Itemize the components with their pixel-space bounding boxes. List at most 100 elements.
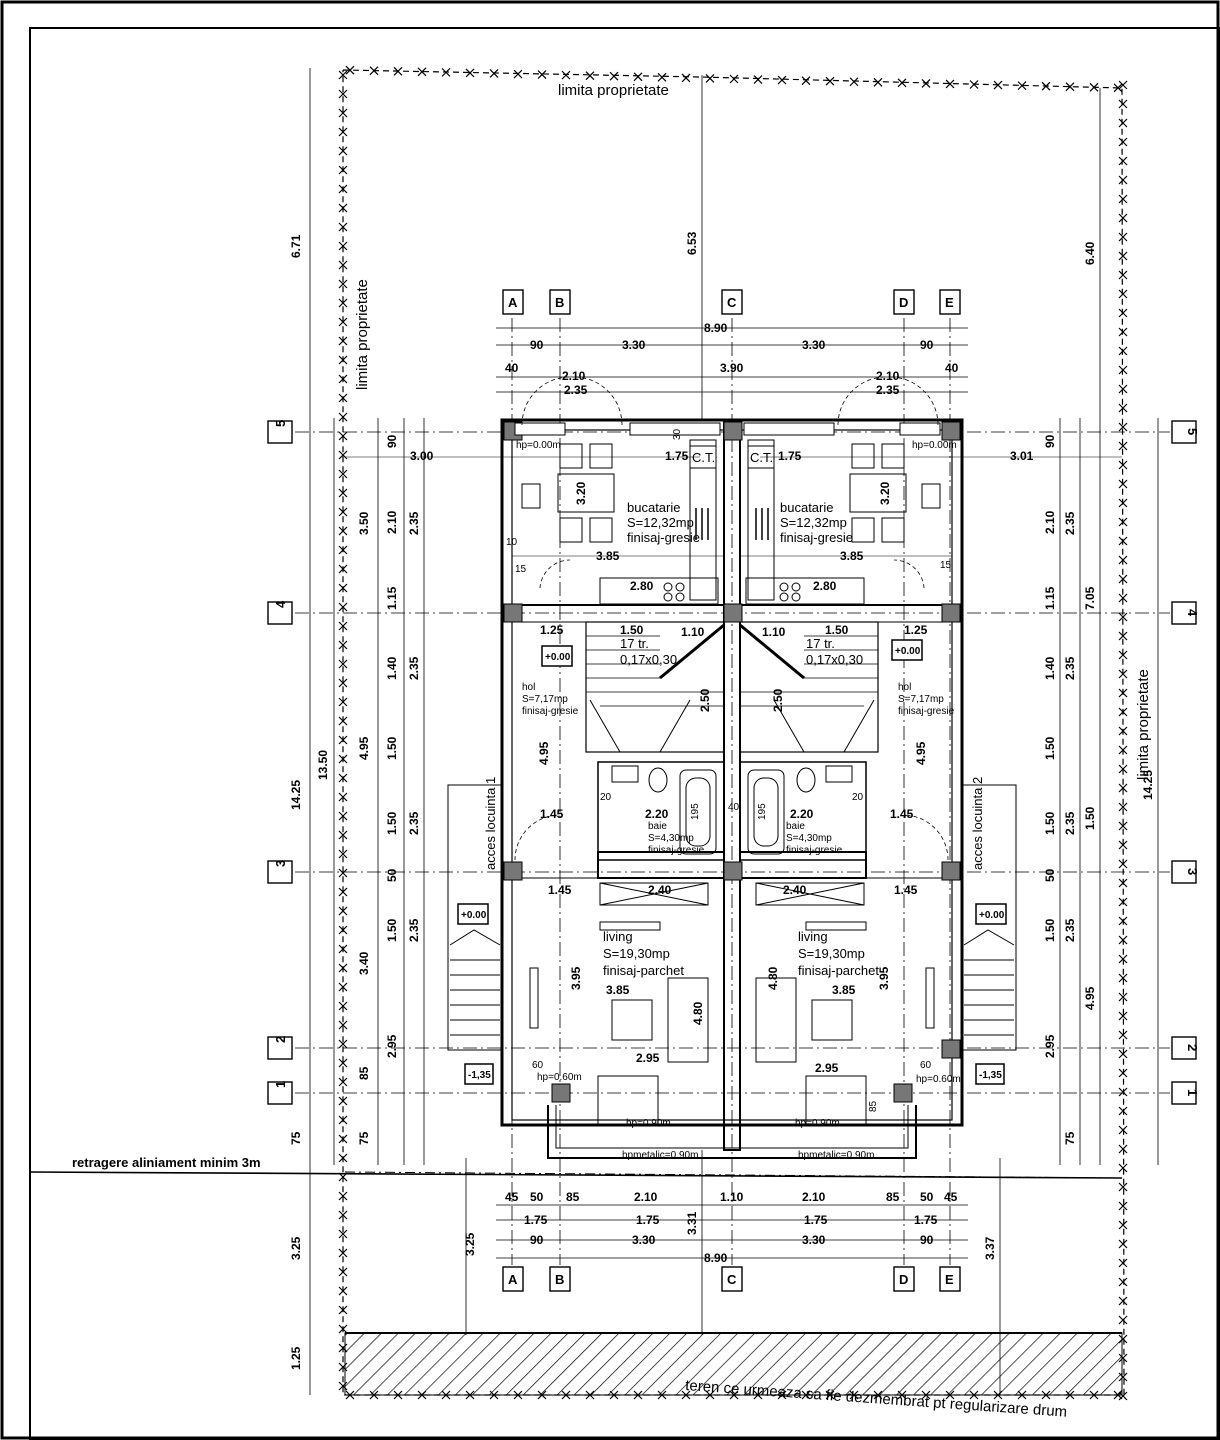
svg-text:S=7,17mp: S=7,17mp	[898, 694, 944, 705]
svg-text:living: living	[798, 929, 828, 944]
svg-text:4: 4	[1185, 609, 1200, 617]
svg-text:20: 20	[852, 792, 864, 803]
boundary-x-mark	[561, 70, 571, 80]
boundary-x-mark	[345, 65, 355, 75]
boundary-x-mark	[705, 74, 715, 83]
boundary-x-mark	[753, 75, 763, 84]
hall-name: hol	[522, 682, 535, 693]
svg-text:8.90: 8.90	[704, 321, 728, 335]
svg-text:3.95: 3.95	[569, 966, 583, 990]
svg-text:C.T.: C.T.	[692, 450, 715, 465]
kitchen-name: bucatarie	[627, 500, 680, 515]
svg-text:60: 60	[920, 1060, 932, 1071]
svg-text:B: B	[555, 1272, 564, 1287]
bottom-dimension-texts: 45 50 85 2.10 1.10 2.10 85 50 45 1.75 1.…	[505, 1190, 958, 1265]
boundary-x-mark	[338, 602, 348, 612]
svg-text:A: A	[508, 1272, 518, 1287]
boundary-x-mark	[338, 1153, 348, 1163]
svg-text:1.10: 1.10	[762, 625, 786, 639]
boundary-x-mark	[1118, 726, 1128, 736]
svg-text:E: E	[945, 1272, 954, 1287]
boundary-x-mark	[1118, 574, 1128, 584]
svg-text:1.50: 1.50	[620, 623, 644, 637]
boundary-x-mark	[1118, 935, 1128, 945]
boundary-x-mark	[729, 74, 739, 84]
svg-text:2: 2	[273, 1036, 288, 1043]
svg-text:1.25: 1.25	[289, 1346, 303, 1370]
boundary-x-mark	[537, 70, 547, 80]
svg-text:+0.00: +0.00	[545, 652, 571, 663]
boundary-x-mark	[1118, 137, 1128, 147]
boundary-x-mark	[338, 507, 348, 517]
boundary-x-mark	[338, 222, 348, 232]
boundary-x-mark	[1118, 175, 1128, 185]
left-dimension-lines	[309, 68, 467, 1395]
boundary-x-mark	[1118, 1315, 1128, 1325]
boundary-x-mark	[338, 982, 348, 992]
boundary-x-mark	[1118, 688, 1128, 698]
entry-stairs	[447, 784, 1017, 1051]
boundary-x-mark	[338, 127, 348, 137]
boundary-x-mark	[338, 450, 348, 460]
svg-text:2.35: 2.35	[407, 918, 421, 942]
access-2-label: acces locuinta 2	[970, 777, 985, 870]
svg-text:finisaj-gresie: finisaj-gresie	[780, 530, 853, 545]
boundary-x-mark	[338, 735, 348, 745]
svg-text:4.95: 4.95	[914, 741, 928, 765]
boundary-x-mark	[338, 697, 348, 707]
boundary-x-mark	[1118, 859, 1128, 869]
svg-text:3.20: 3.20	[878, 481, 892, 505]
svg-text:60: 60	[532, 1060, 544, 1071]
boundary-x-mark	[338, 1229, 348, 1239]
svg-text:1.50: 1.50	[385, 918, 399, 942]
stair-treads	[586, 635, 878, 707]
svg-text:90: 90	[530, 338, 544, 352]
boundary-x-mark	[338, 678, 348, 688]
svg-text:90: 90	[530, 1233, 544, 1247]
svg-text:hp=0.60m: hp=0.60m	[916, 1074, 961, 1085]
boundary-x-mark	[1118, 897, 1128, 907]
boundary-x-mark	[1118, 517, 1128, 527]
svg-text:1.50: 1.50	[385, 811, 399, 835]
boundary-x-mark	[465, 68, 475, 78]
boundary-x-mark	[1118, 498, 1128, 508]
boundary-x-mark	[338, 374, 348, 384]
door-swings	[514, 376, 949, 861]
setback-label: retragere aliniament minim 3m	[72, 1155, 261, 1170]
svg-text:2.95: 2.95	[385, 1034, 399, 1058]
boundary-x-mark	[1118, 460, 1128, 470]
boundary-x-mark	[1118, 1106, 1128, 1116]
boundary-x-mark	[338, 1039, 348, 1049]
boundary-x-mark	[338, 716, 348, 726]
boundary-x-mark	[1118, 1258, 1128, 1268]
svg-text:+0.00: +0.00	[979, 910, 1005, 921]
svg-text:15: 15	[940, 560, 952, 571]
svg-text:30: 30	[672, 428, 683, 440]
boundary-x-mark	[849, 77, 859, 87]
svg-text:2.20: 2.20	[790, 807, 814, 821]
svg-text:3.30: 3.30	[802, 1233, 826, 1247]
svg-text:6.71: 6.71	[289, 234, 303, 258]
svg-text:10: 10	[506, 537, 518, 548]
access-1-label: acces locuinta 1	[483, 777, 498, 870]
svg-text:85: 85	[357, 1066, 371, 1080]
kitchen-area: S=12,32mp	[627, 515, 694, 530]
boundary-x-mark	[338, 811, 348, 821]
boundary-x-mark	[1118, 346, 1128, 356]
inner-frame	[29, 27, 1220, 1440]
top-windows	[514, 422, 941, 436]
axis-markers-left: 5 4 3 2 1	[267, 420, 293, 1105]
svg-text:1.40: 1.40	[385, 656, 399, 680]
svg-text:hol: hol	[898, 682, 911, 693]
svg-text:1.50: 1.50	[1043, 918, 1057, 942]
svg-text:40: 40	[945, 361, 959, 375]
svg-text:4.95: 4.95	[537, 741, 551, 765]
living-area: S=19,30mp	[603, 946, 670, 961]
level-markers: +0.00 +0.00 +0.00 +0.00 -1,35 -1,35	[457, 639, 1007, 1085]
boundary-x-mark	[1118, 1125, 1128, 1135]
svg-text:40: 40	[505, 361, 519, 375]
boundary-x-mark	[1118, 669, 1128, 679]
svg-text:45: 45	[505, 1190, 519, 1204]
boundary-x-mark	[338, 1077, 348, 1087]
